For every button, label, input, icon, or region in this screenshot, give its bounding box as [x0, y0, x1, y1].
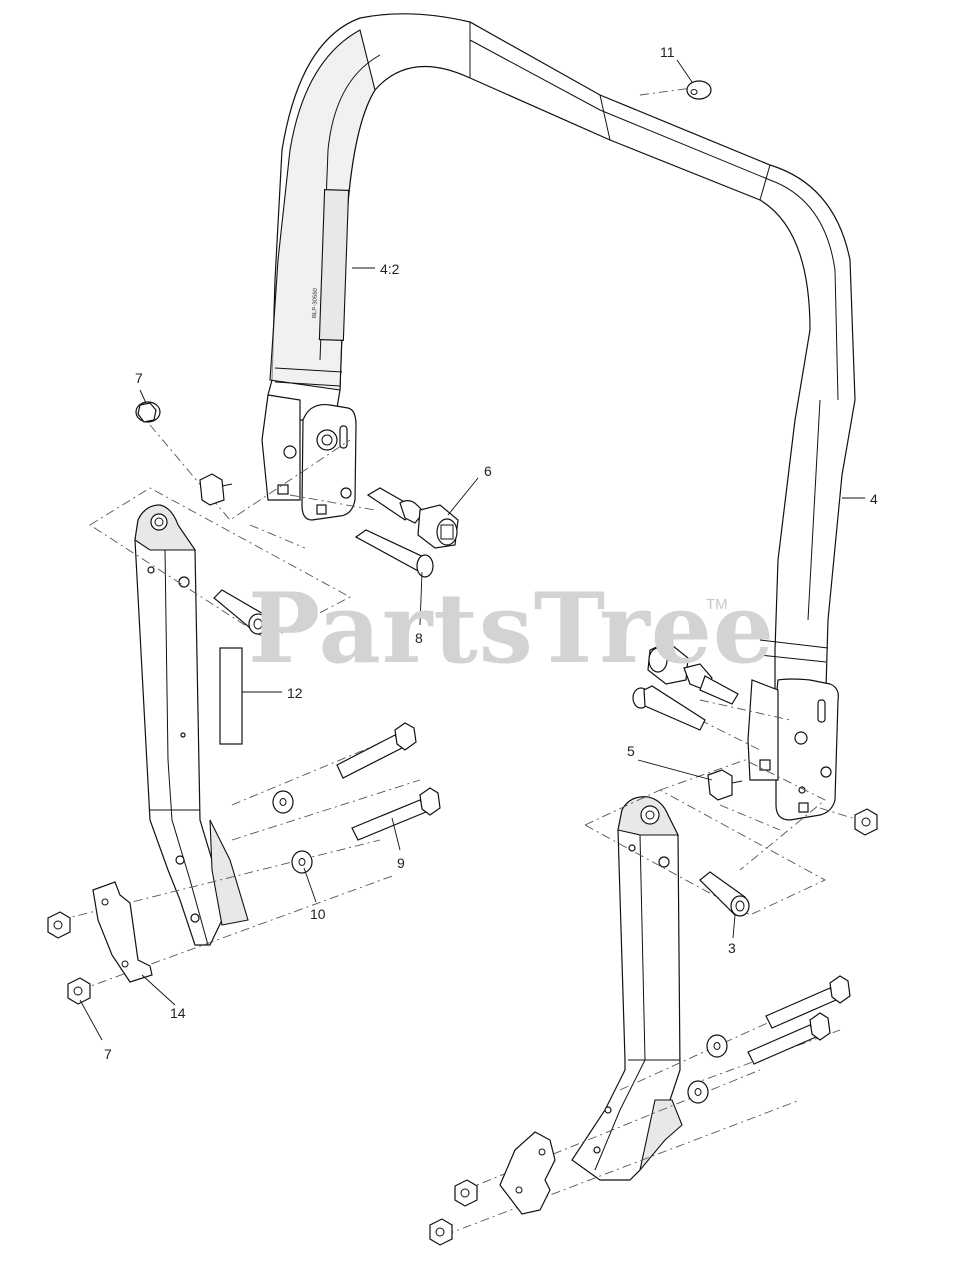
- callout-3: 3: [728, 940, 736, 956]
- knob-pin-right: [647, 641, 739, 705]
- callout-9: 9: [397, 855, 405, 871]
- clevis-pin-right: [632, 685, 706, 731]
- trademark-symbol: TM: [706, 596, 728, 613]
- callout-4-2: 4:2: [380, 261, 400, 277]
- flange-nuts-bottom: [47, 808, 878, 1246]
- callout-leader-lines: [79, 59, 865, 1041]
- decal-label-text: BLP-30560: [312, 287, 320, 319]
- backing-plate-right: [499, 1131, 556, 1215]
- callout-6: 6: [484, 463, 492, 479]
- spacer-left: [213, 589, 268, 635]
- flat-washer-part-10: [272, 790, 313, 874]
- clevis-pin-part-8: [354, 529, 434, 578]
- knob-pin-part-6: [366, 487, 459, 549]
- callout-8: 8: [415, 630, 423, 646]
- hex-bolt-part-9: [336, 722, 441, 841]
- callout-14: 14: [170, 1005, 186, 1021]
- callout-5: 5: [627, 743, 635, 759]
- callout-7-top: 7: [135, 370, 143, 386]
- callout-11: 11: [660, 44, 675, 60]
- left-upright-bracket: [134, 504, 249, 946]
- callout-4: 4: [870, 491, 878, 507]
- callout-10: 10: [310, 906, 326, 922]
- right-upright-bracket: [571, 796, 683, 1181]
- backing-plate-part-14: [92, 881, 153, 983]
- washer-part-11: [686, 80, 712, 100]
- roll-bar-hoop: [261, 13, 856, 821]
- assembly-guide-lines: [59, 87, 866, 1236]
- flange-nut-part-7-top: [135, 401, 161, 423]
- callout-12: 12: [287, 685, 303, 701]
- callout-7-bottom: 7: [104, 1046, 112, 1062]
- decal-part-12: [219, 647, 243, 745]
- cap-plug-part-5: [707, 769, 743, 801]
- cap-plug-left: [199, 473, 233, 506]
- hex-bolts-right: [687, 975, 851, 1104]
- spacer-part-3: [699, 871, 750, 917]
